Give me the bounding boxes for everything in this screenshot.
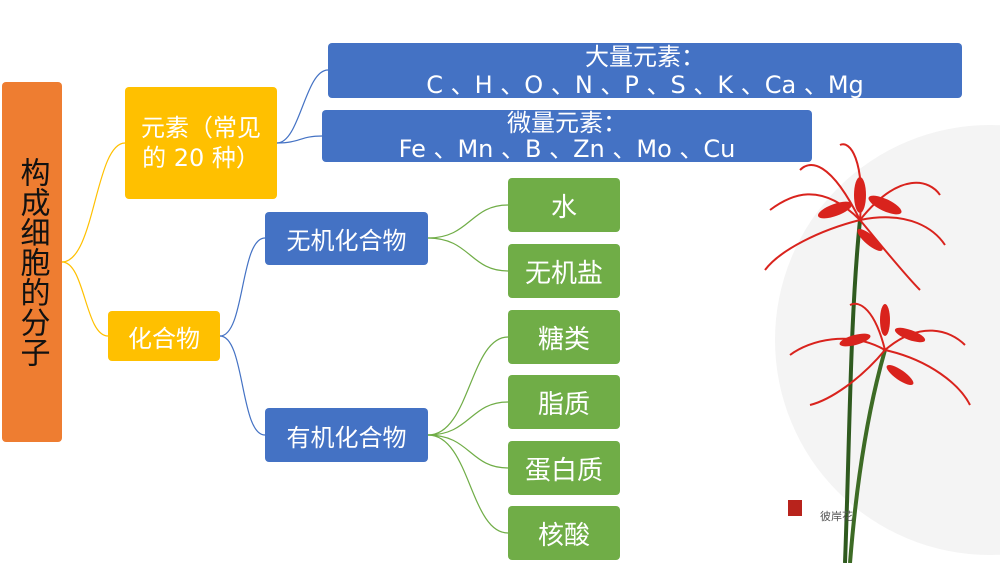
link-organic-nucleic <box>427 434 509 534</box>
macro-elements-title: 大量元素： <box>585 42 705 71</box>
link-root-compounds <box>61 261 109 337</box>
root-node: 构成细胞的分子 <box>2 82 62 442</box>
elements-node: 元素（常见的 20 种） <box>125 87 277 199</box>
link-organic-lipid <box>427 401 509 436</box>
link-elements-micro <box>276 135 323 144</box>
link-organic-protein <box>427 434 509 469</box>
link-organic-sugar <box>427 336 509 436</box>
inorganic-compounds-node: 无机化合物 <box>265 212 428 265</box>
micro-elements-node: 微量元素： Fe 、Mn 、B 、Zn 、Mo 、Cu <box>322 110 812 162</box>
red-spider-lily-painting-icon: 彼岸花 <box>764 125 1000 563</box>
link-root-elements <box>61 142 126 263</box>
macro-elements-list: C 、H 、O 、N 、P 、S 、K 、Ca 、Mg <box>426 70 864 99</box>
link-inorganic-salt <box>427 237 509 272</box>
link-inorganic-water <box>427 204 509 239</box>
leaf-sugar: 糖类 <box>508 310 620 364</box>
micro-elements-title: 微量元素： <box>507 109 627 137</box>
leaf-lipid: 脂质 <box>508 375 620 429</box>
organic-compounds-node: 有机化合物 <box>265 408 428 462</box>
link-compounds-inorganic <box>219 237 266 337</box>
link-elements-macro <box>276 69 329 144</box>
compounds-node: 化合物 <box>108 311 220 361</box>
leaf-water: 水 <box>508 178 620 232</box>
painting-signature: 彼岸花 <box>820 510 853 523</box>
micro-elements-list: Fe 、Mn 、B 、Zn 、Mo 、Cu <box>398 135 736 163</box>
macro-elements-node: 大量元素： C 、H 、O 、N 、P 、S 、K 、Ca 、Mg <box>328 42 962 99</box>
leaf-inorganic-salt: 无机盐 <box>508 244 620 298</box>
link-compounds-organic <box>219 335 266 436</box>
leaf-nucleic-acid: 核酸 <box>508 506 620 560</box>
leaf-protein: 蛋白质 <box>508 441 620 495</box>
